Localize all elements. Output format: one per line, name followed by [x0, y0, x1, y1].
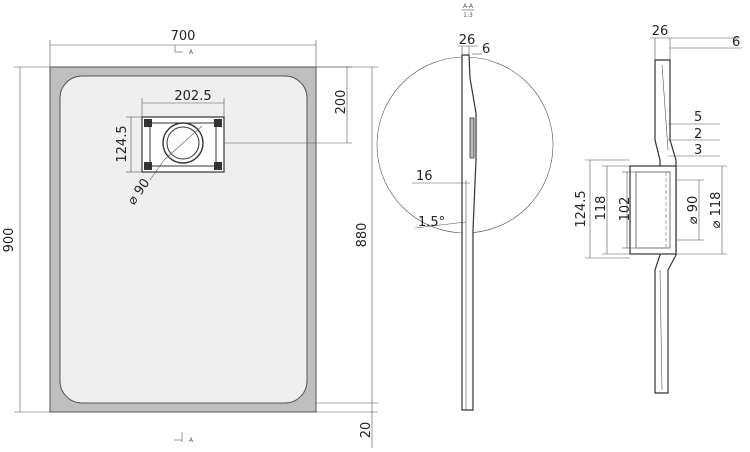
- dim-section-16-label: 16: [416, 169, 433, 184]
- section-scale: 1:3: [463, 12, 473, 19]
- leader-drain-dia: [149, 159, 165, 181]
- drain-corner-tl: [144, 119, 152, 127]
- detail-view: 26 6 5 2 3 124.5 118 102 ⌀ 90 ⌀ 118: [574, 24, 742, 394]
- section-title: A-A: [463, 3, 474, 10]
- dim-detail-26-label: 26: [652, 24, 669, 39]
- drain-assembly: [141, 116, 225, 173]
- section-drain: [469, 117, 475, 159]
- dim-section-6-label: 6: [482, 42, 490, 57]
- dim-detail-5-label: 5: [694, 110, 702, 125]
- dim-slope-label: 1.5°: [418, 215, 445, 230]
- detail-drain-body: [629, 165, 677, 255]
- tray-inner-surface: [59, 75, 308, 404]
- dim-drain-x-label: 202.5: [174, 89, 211, 104]
- dim-detail-102-label: 102: [618, 197, 633, 222]
- dim-detail-124-label: 124.5: [574, 190, 589, 227]
- section-marker-bottom: A: [189, 437, 194, 444]
- detail-inner-line: [659, 269, 663, 391]
- dim-height-label: 900: [2, 228, 17, 253]
- dim-detail-3-label: 3: [694, 143, 702, 158]
- dim-drain-top-label: 200: [334, 90, 349, 115]
- detail-drain-inner: [635, 171, 671, 249]
- dim-detail-2-label: 2: [694, 127, 702, 142]
- dim-width-label: 700: [171, 29, 196, 44]
- detail-slope-line: [661, 64, 669, 151]
- drain-corner-tr: [214, 119, 222, 127]
- dim-detail-6-label: 6: [732, 35, 740, 50]
- dim-detail-dia118-label: ⌀ 118: [709, 192, 724, 229]
- section-view: A-A 1:3 26 6 16 1.5°: [376, 3, 554, 411]
- drain-diameter-line: [163, 125, 203, 161]
- dim-detail-dia90-label: ⌀ 90: [686, 196, 701, 225]
- drain-corner-br: [214, 162, 222, 170]
- drain-inner-circle: [166, 126, 200, 160]
- dim-detail-118-label: 118: [594, 196, 609, 221]
- dim-section-26-label: 26: [459, 33, 476, 48]
- dim-line-slope: [414, 221, 467, 229]
- section-marker-top: A: [189, 49, 194, 56]
- dim-rim-label: 20: [359, 422, 374, 439]
- plan-view: 700 A A 900 880 20 202.5 124.5: [2, 29, 378, 448]
- drain-corner-bl: [144, 162, 152, 170]
- dim-drain-y-label: 124.5: [115, 125, 130, 162]
- dim-inner-height-label: 880: [355, 223, 370, 248]
